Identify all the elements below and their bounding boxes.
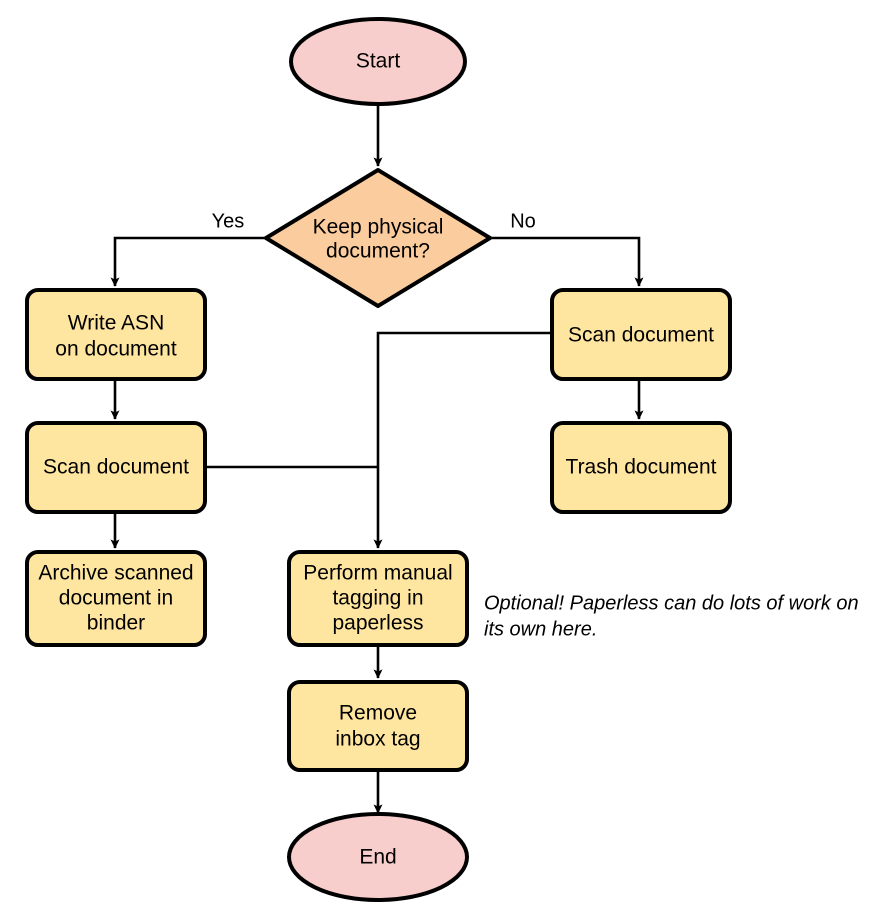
write-asn-label-line1: Write ASN bbox=[68, 312, 164, 335]
decision-label-line1: Keep physical bbox=[313, 216, 444, 239]
write-asn-box-shape bbox=[25, 288, 207, 381]
optional-note-line1: Optional! Paperless can do lots of work … bbox=[484, 592, 859, 614]
decision-diamond-shape bbox=[264, 168, 492, 308]
tagging-label-line1: Perform manual bbox=[303, 562, 452, 585]
scan-left-box-shape bbox=[25, 421, 207, 514]
annotation-optional-note: Optional! Paperless can do lots of work … bbox=[484, 592, 859, 640]
edge-scan-right-to-tagging bbox=[373, 331, 552, 549]
optional-note-line2: its own here. bbox=[484, 618, 597, 640]
remove-inbox-label-line2: inbox tag bbox=[335, 728, 420, 751]
node-trash-document[interactable]: Trash document bbox=[550, 421, 732, 514]
scan-left-label: Scan document bbox=[43, 456, 189, 479]
archive-label-line3: binder bbox=[87, 612, 145, 635]
edge-label-no: No bbox=[510, 210, 536, 232]
remove-inbox-label-line1: Remove bbox=[339, 702, 417, 725]
node-archive-scanned-document-in-binder[interactable]: Archive scanned document in binder bbox=[25, 550, 207, 647]
node-end[interactable]: End bbox=[287, 812, 469, 902]
node-perform-manual-tagging[interactable]: Perform manual tagging in paperless bbox=[287, 550, 469, 647]
edge-label-yes: Yes bbox=[212, 210, 245, 232]
end-label: End bbox=[359, 846, 396, 869]
trash-box-shape bbox=[550, 421, 732, 514]
archive-label-line1: Archive scanned bbox=[38, 562, 193, 585]
node-decision-keep-physical-document[interactable]: Keep physical document? bbox=[264, 168, 492, 308]
remove-inbox-box-shape bbox=[287, 680, 469, 772]
trash-label: Trash document bbox=[566, 456, 717, 479]
tagging-label-line2: tagging in bbox=[332, 587, 423, 610]
node-scan-document-left[interactable]: Scan document bbox=[25, 421, 207, 514]
node-remove-inbox-tag[interactable]: Remove inbox tag bbox=[287, 680, 469, 772]
scan-right-label: Scan document bbox=[568, 324, 714, 347]
start-ellipse-shape bbox=[289, 17, 467, 106]
write-asn-label-line2: on document bbox=[55, 338, 177, 361]
tagging-box-shape bbox=[287, 550, 469, 647]
node-start[interactable]: Start bbox=[289, 17, 467, 106]
node-write-asn-on-document[interactable]: Write ASN on document bbox=[25, 288, 207, 381]
edge-decision-yes-to-write-asn bbox=[110, 236, 265, 287]
end-ellipse-shape bbox=[287, 812, 469, 902]
edge-decision-no-to-scan-right bbox=[490, 236, 644, 287]
node-scan-document-right[interactable]: Scan document bbox=[550, 288, 732, 381]
decision-label-line2: document? bbox=[326, 240, 430, 263]
scan-right-box-shape bbox=[550, 288, 732, 381]
start-label: Start bbox=[356, 50, 401, 73]
tagging-label-line3: paperless bbox=[332, 612, 423, 635]
archive-box-shape bbox=[25, 550, 207, 647]
archive-label-line2: document in bbox=[59, 587, 173, 610]
